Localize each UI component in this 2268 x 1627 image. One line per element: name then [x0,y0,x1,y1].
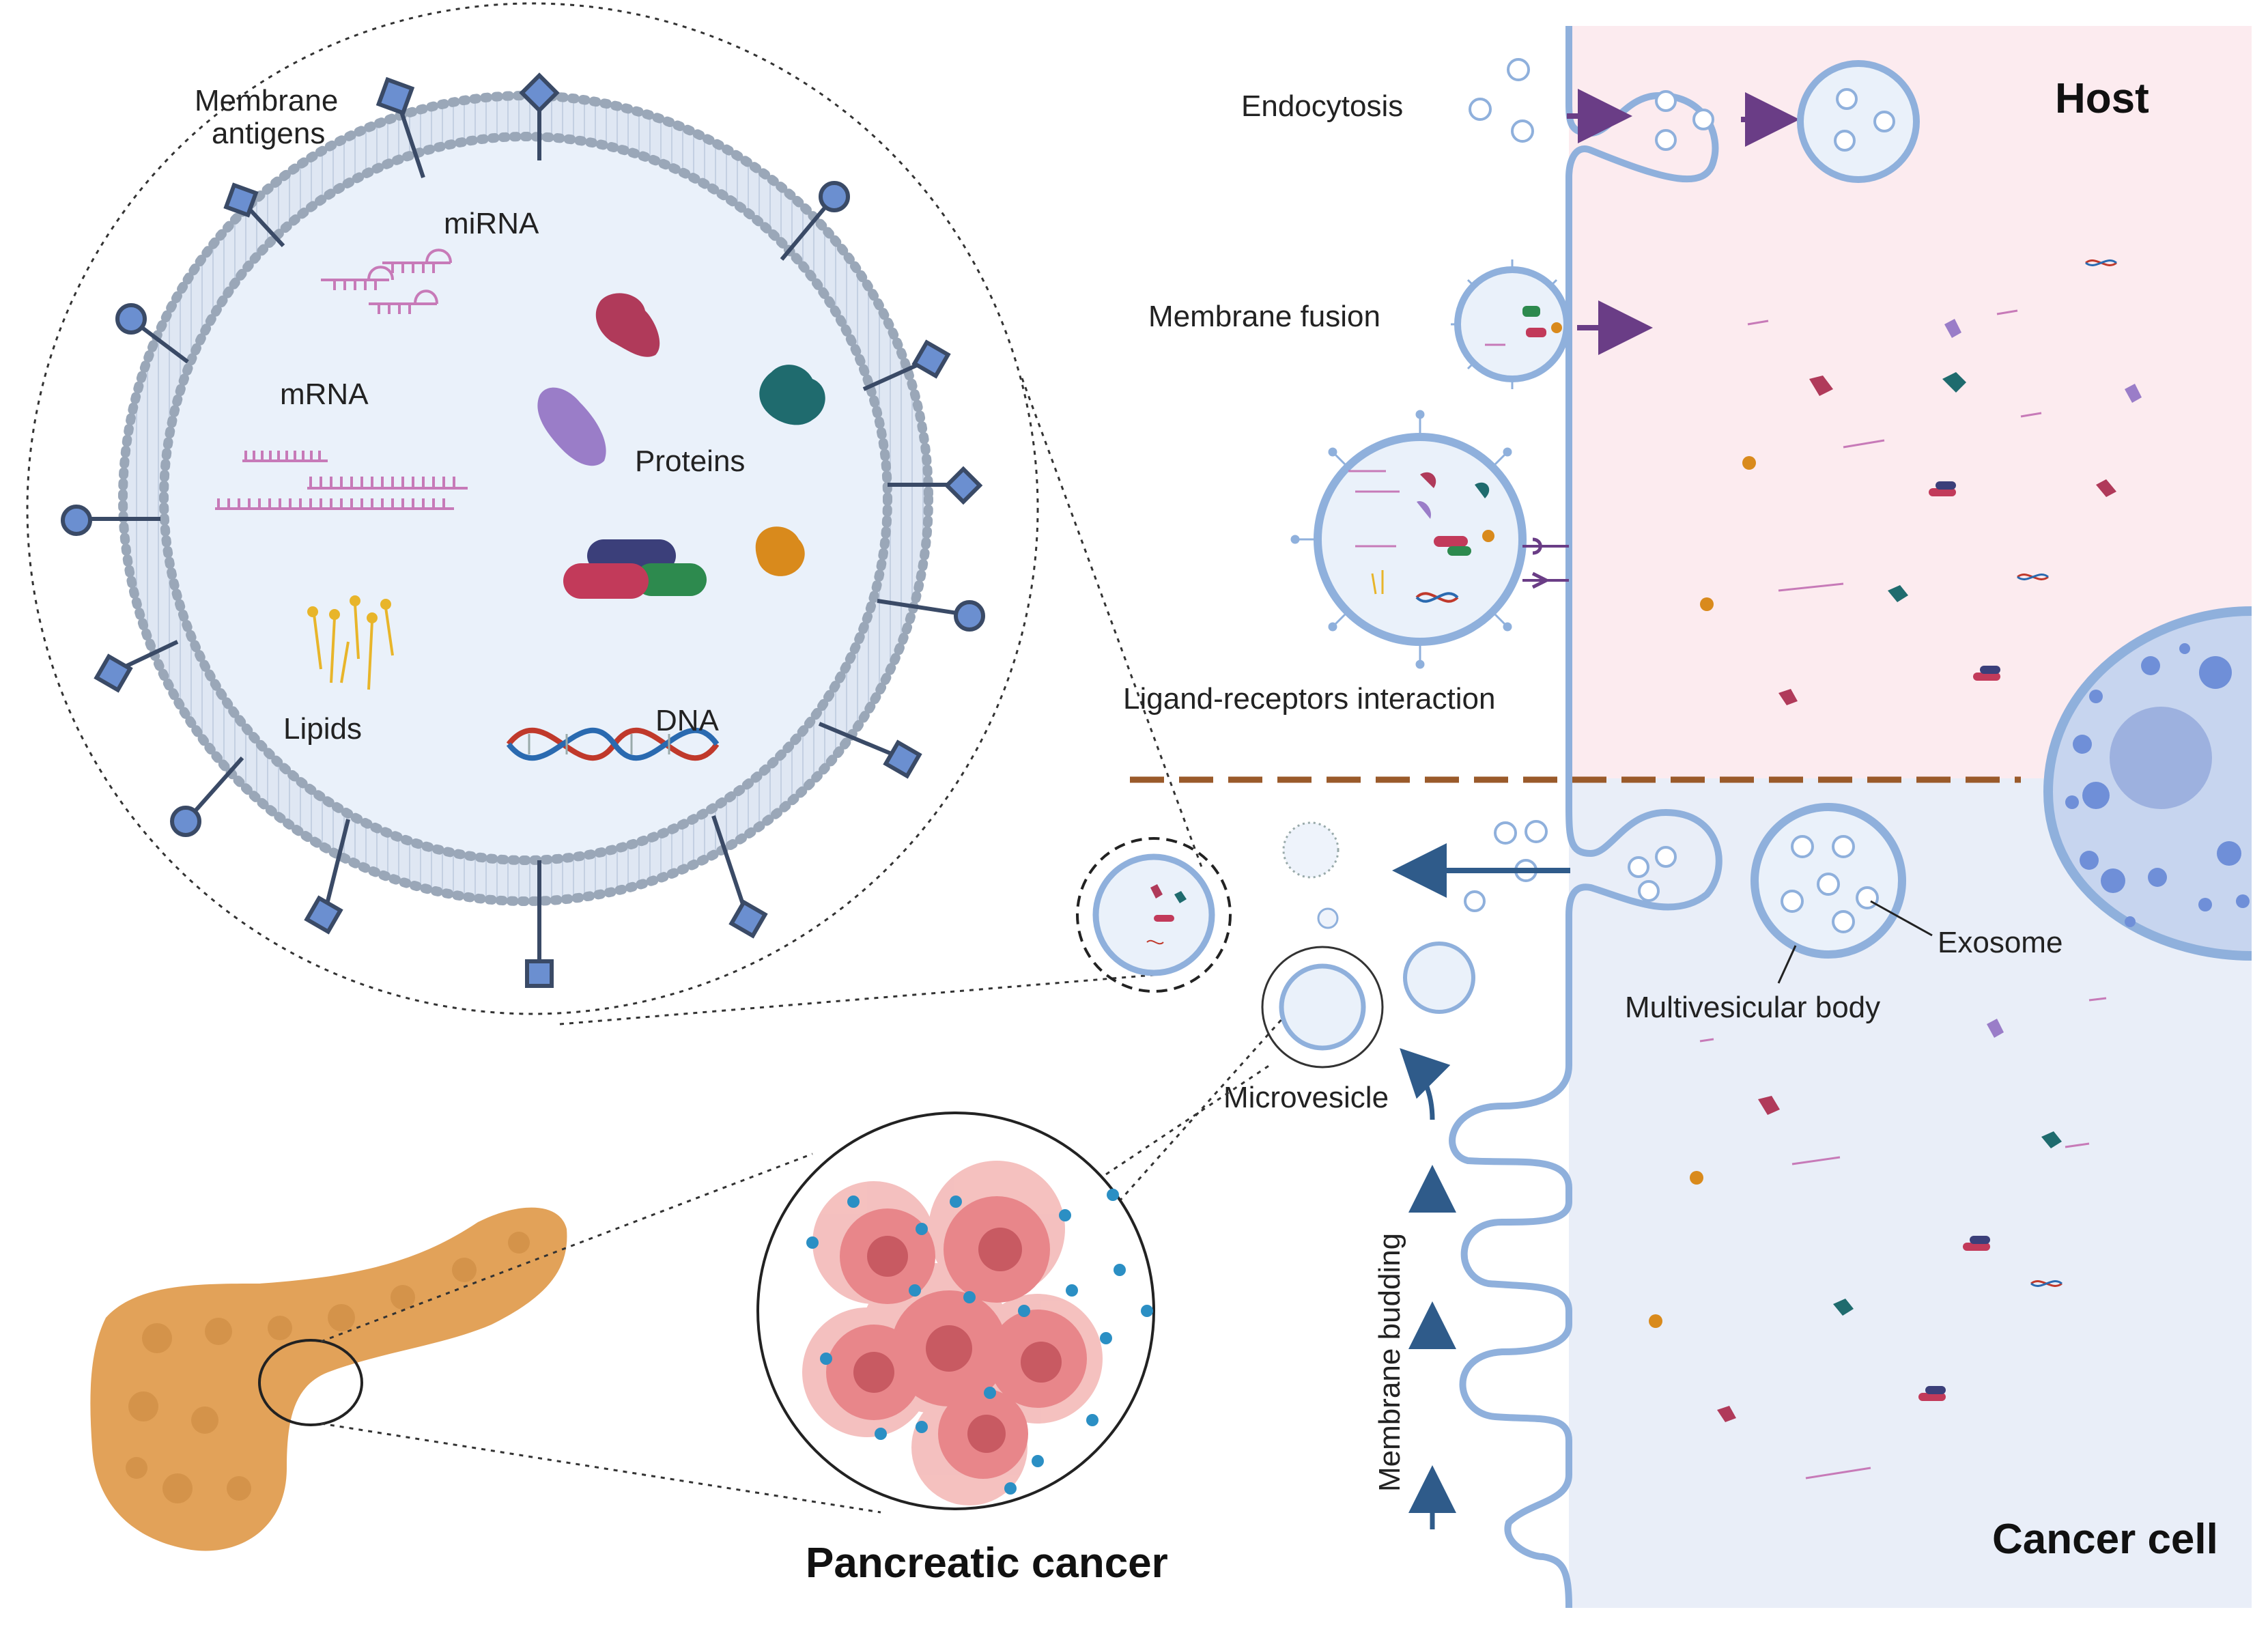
label-ligand-receptors: Ligand-receptors interaction [1123,682,1495,716]
label-proteins: Proteins [635,444,745,478]
microvesicle-zoom-circle [1261,946,1384,1069]
label-exosome: Exosome [1938,926,2063,959]
endocytosis-group [1469,58,1920,183]
pancreas [90,1207,567,1551]
tumor-closeup [756,1017,1285,1510]
protein-red-icon [595,293,660,357]
label-mirna: miRNA [444,207,539,240]
zoom-outline [26,2,1039,1015]
secreted-vesicles [1076,821,1475,1069]
host-cargo-scatter [1700,259,2142,705]
label-mrna: mRNA [280,378,369,411]
exosome-pointer [1870,900,1933,937]
label-membrane-fusion: Membrane fusion [1148,300,1380,333]
exosome-lumen [159,132,892,865]
label-cancer-cell: Cancer cell [1992,1516,2218,1563]
ligand-receptor-vesicle [1290,410,1569,669]
protein-teal-icon [759,365,825,425]
label-host: Host [2055,75,2149,122]
zoom-line-top [1021,378,1203,868]
label-multivesicular-body: Multivesicular body [1625,991,1880,1024]
plasma-membrane [1449,26,1723,1609]
membrane-fusion-group [1451,259,1653,389]
label-lipids: Lipids [283,712,362,746]
label-membrane-budding: Membrane budding [1373,1233,1406,1492]
dna-icon [506,727,720,761]
protein-purple-icon [537,387,606,466]
protein-complex-icon [563,539,707,599]
label-membrane-antigens-1: Membrane [195,84,338,117]
label-endocytosis: Endocytosis [1241,89,1403,123]
label-microvesicle: Microvesicle [1223,1081,1389,1114]
label-dna: DNA [655,704,720,737]
membrane-antigens [61,72,985,988]
lipids-icon [307,595,394,690]
mrna-icon [215,451,468,510]
pancreas-focus-circle [258,1339,363,1426]
budding-arrows [1400,1048,1456,1529]
small-exosome-zoomed [1076,837,1232,993]
magnified-exosome: Membrane antigens miRNA mRNA Proteins Li… [26,2,1039,1015]
endosome-vesicle [1797,60,1920,183]
cancer-nucleus [2043,606,2252,961]
mirna-icon [321,249,452,314]
mvb-pointer [1777,945,1797,984]
protein-orange-icon [755,526,805,576]
exosome-release-group [1392,820,1677,912]
label-membrane-antigens-2: antigens [212,117,325,150]
cancer-cargo-scatter [1649,997,2107,1480]
label-pancreatic-cancer: Pancreatic cancer [806,1540,1168,1587]
zoom-line-bottom [559,974,1154,1025]
